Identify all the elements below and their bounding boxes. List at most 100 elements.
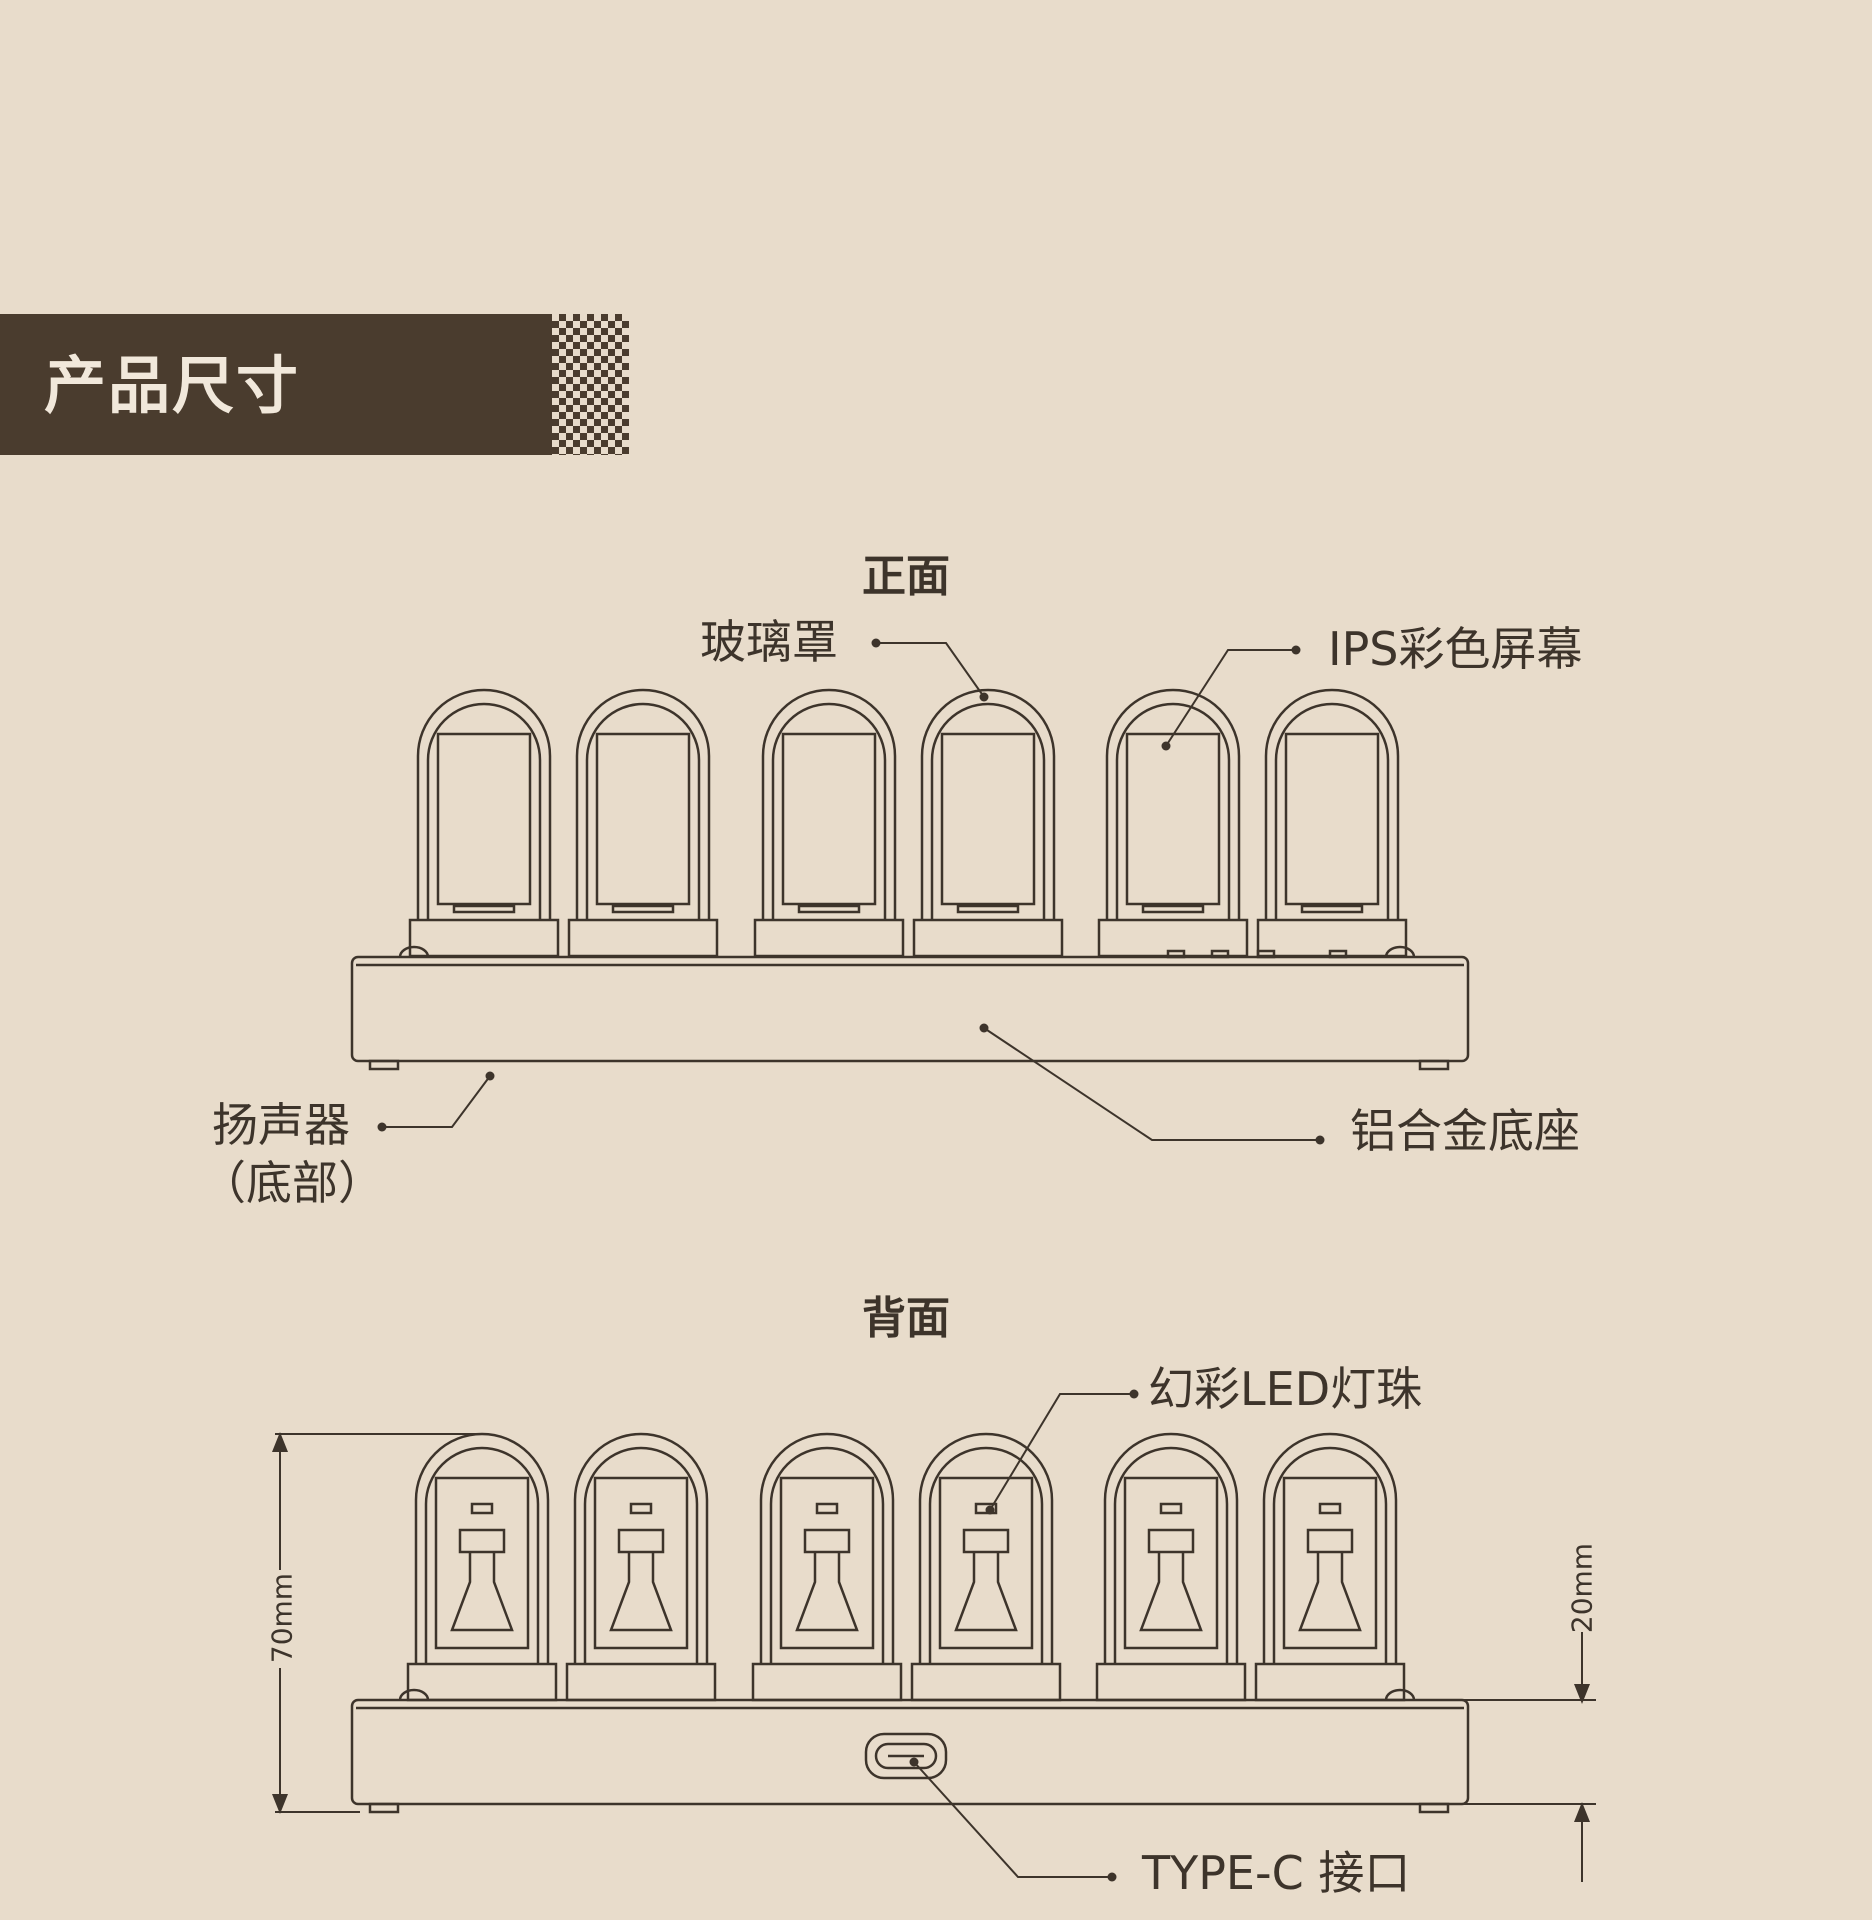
glass-cover-4 bbox=[920, 688, 1056, 920]
front-view-drawing bbox=[350, 688, 1470, 1071]
button-1 bbox=[1166, 949, 1186, 959]
button-3 bbox=[1256, 949, 1276, 959]
board-1 bbox=[450, 1552, 514, 1632]
glass-cover-1 bbox=[416, 688, 552, 920]
leader-base-dot-b bbox=[1315, 1135, 1325, 1145]
screen-2 bbox=[593, 1476, 689, 1650]
screen-foot-4 bbox=[956, 904, 1020, 914]
led-1 bbox=[470, 1502, 494, 1515]
checker-pattern bbox=[552, 314, 629, 455]
screen-foot-6 bbox=[1300, 904, 1364, 914]
glass-cover-4 bbox=[918, 1432, 1054, 1664]
glass-inner-3 bbox=[771, 702, 887, 920]
type-c-port bbox=[864, 1732, 948, 1780]
leader-speaker-dot-b bbox=[485, 1071, 495, 1081]
label-led: 幻彩LED灯珠 bbox=[1148, 1362, 1423, 1416]
label-type-c: TYPE-C 接口 bbox=[1142, 1846, 1411, 1900]
led-3 bbox=[815, 1502, 839, 1515]
led-6 bbox=[1318, 1502, 1342, 1515]
back-view-drawing bbox=[350, 1432, 1470, 1814]
screen-foot-2 bbox=[611, 904, 675, 914]
back-view-title: 背面 bbox=[862, 1293, 950, 1344]
socket-5 bbox=[1095, 1662, 1247, 1702]
screen-5 bbox=[1123, 1476, 1219, 1650]
glass-inner-3 bbox=[769, 1446, 885, 1664]
glass-cover-6 bbox=[1262, 1432, 1398, 1664]
socket-3 bbox=[753, 918, 905, 958]
label-speaker-note: （底部） bbox=[200, 1156, 384, 1210]
leader-glass-cover-dot-b bbox=[979, 692, 989, 702]
screen-1 bbox=[436, 732, 532, 906]
screen-6 bbox=[1282, 1476, 1378, 1650]
leader-glass-cover bbox=[876, 642, 985, 698]
leader-base bbox=[983, 1027, 1320, 1141]
base-body bbox=[350, 1698, 1470, 1806]
led-4 bbox=[974, 1502, 998, 1515]
screen-6 bbox=[1284, 732, 1380, 906]
screen-5 bbox=[1125, 732, 1221, 906]
board-3 bbox=[795, 1552, 859, 1632]
leader-led bbox=[989, 1393, 1134, 1511]
leader-lines bbox=[377, 638, 1325, 1882]
base-bump-right bbox=[1384, 1688, 1416, 1701]
leader-base-dot-a bbox=[979, 1023, 989, 1033]
connector-6 bbox=[1306, 1528, 1354, 1554]
socket-2 bbox=[565, 1662, 717, 1702]
glass-cover-3 bbox=[761, 688, 897, 920]
glass-cover-5 bbox=[1103, 1432, 1239, 1664]
base-bump-left bbox=[398, 1688, 430, 1701]
glass-cover-5 bbox=[1105, 688, 1241, 920]
glass-inner-2 bbox=[583, 1446, 699, 1664]
screen-2 bbox=[595, 732, 691, 906]
board-6 bbox=[1298, 1552, 1362, 1632]
header-banner bbox=[0, 314, 560, 455]
connector-2 bbox=[617, 1528, 665, 1554]
socket-1 bbox=[406, 1662, 558, 1702]
socket-6 bbox=[1254, 1662, 1406, 1702]
socket-1 bbox=[408, 918, 560, 958]
socket-4 bbox=[912, 918, 1064, 958]
label-glass-cover: 玻璃罩 bbox=[700, 615, 838, 669]
screen-1 bbox=[434, 1476, 530, 1650]
connector-5 bbox=[1147, 1528, 1195, 1554]
led-5 bbox=[1159, 1502, 1183, 1515]
glass-cover-2 bbox=[575, 688, 711, 920]
leader-type-c bbox=[913, 1761, 1112, 1878]
leader-speaker bbox=[382, 1075, 491, 1128]
screen-3 bbox=[779, 1476, 875, 1650]
base-foot-left bbox=[368, 1059, 400, 1071]
socket-3 bbox=[751, 1662, 903, 1702]
label-speaker: 扬声器 bbox=[212, 1098, 350, 1152]
screen-foot-5 bbox=[1141, 904, 1205, 914]
label-base: 铝合金底座 bbox=[1350, 1104, 1580, 1158]
button-4 bbox=[1328, 949, 1348, 959]
glass-cover-1 bbox=[414, 1432, 550, 1664]
glass-inner-1 bbox=[426, 702, 542, 920]
glass-cover-2 bbox=[573, 1432, 709, 1664]
glass-inner-4 bbox=[928, 1446, 1044, 1664]
board-5 bbox=[1139, 1552, 1203, 1632]
connector-4 bbox=[962, 1528, 1010, 1554]
screen-3 bbox=[781, 732, 877, 906]
button-2 bbox=[1210, 949, 1230, 959]
dimension-lines bbox=[272, 1432, 1596, 1882]
glass-inner-5 bbox=[1113, 1446, 1229, 1664]
front-view-title: 正面 bbox=[862, 551, 950, 602]
label-ips-screen: IPS彩色屏幕 bbox=[1328, 622, 1583, 676]
connector-1 bbox=[458, 1528, 506, 1554]
socket-4 bbox=[910, 1662, 1062, 1702]
leader-type-c-dot-a bbox=[909, 1757, 919, 1767]
glass-inner-1 bbox=[424, 1446, 540, 1664]
glass-cover-3 bbox=[759, 1432, 895, 1664]
glass-inner-6 bbox=[1272, 1446, 1388, 1664]
leader-speaker-dot-a bbox=[377, 1122, 387, 1132]
glass-cover-6 bbox=[1264, 688, 1400, 920]
page-title: 产品尺寸 bbox=[44, 349, 301, 422]
connector-3 bbox=[803, 1528, 851, 1554]
glass-inner-6 bbox=[1274, 702, 1390, 920]
glass-inner-4 bbox=[930, 702, 1046, 920]
screen-foot-1 bbox=[452, 904, 516, 914]
led-2 bbox=[629, 1502, 653, 1515]
board-2 bbox=[609, 1552, 673, 1632]
